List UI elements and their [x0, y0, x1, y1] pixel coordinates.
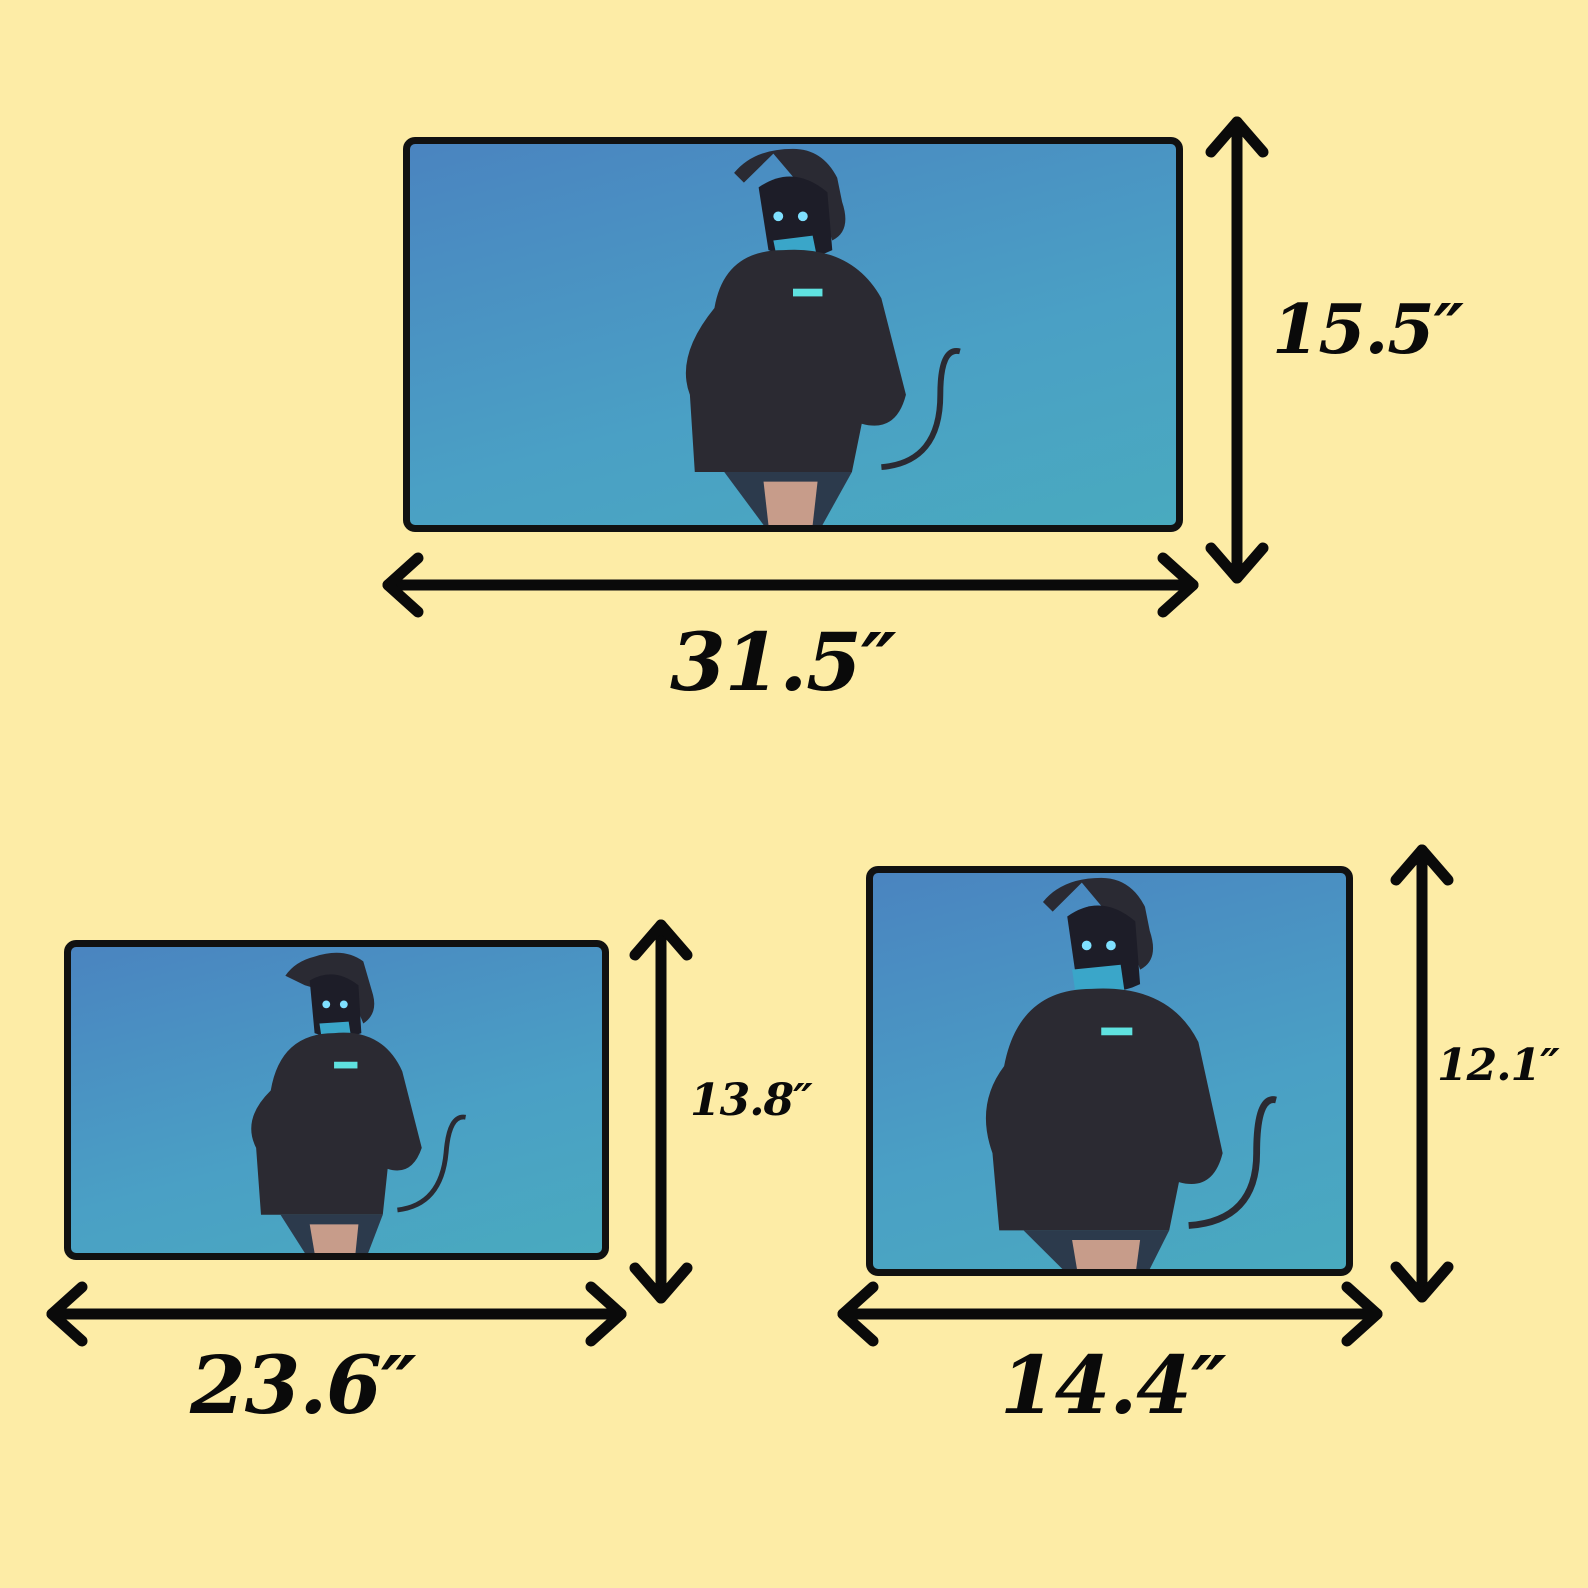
- small-desk-mat: [866, 866, 1353, 1276]
- large-height-arrow: [1205, 116, 1269, 584]
- medium-desk-mat: [64, 940, 609, 1260]
- anime-girl-cat-hoodie-illustration: [985, 877, 1277, 1269]
- small-width-arrow: [837, 1281, 1383, 1347]
- large-height-label: 15.5″: [1272, 290, 1464, 370]
- medium-width-label: 23.6″: [190, 1338, 417, 1432]
- medium-width-arrow: [46, 1281, 627, 1347]
- small-height-label: 12.1″: [1437, 1040, 1560, 1091]
- small-height-arrow: [1390, 844, 1454, 1303]
- large-desk-mat: [403, 137, 1183, 532]
- medium-height-arrow: [629, 919, 693, 1304]
- anime-girl-cat-hoodie-illustration: [251, 952, 467, 1253]
- large-width-label: 31.5″: [670, 615, 897, 709]
- anime-girl-cat-hoodie-illustration: [685, 148, 961, 525]
- small-width-label: 14.4″: [1000, 1338, 1227, 1432]
- medium-height-label: 13.8″: [690, 1075, 813, 1126]
- large-width-arrow: [382, 552, 1199, 618]
